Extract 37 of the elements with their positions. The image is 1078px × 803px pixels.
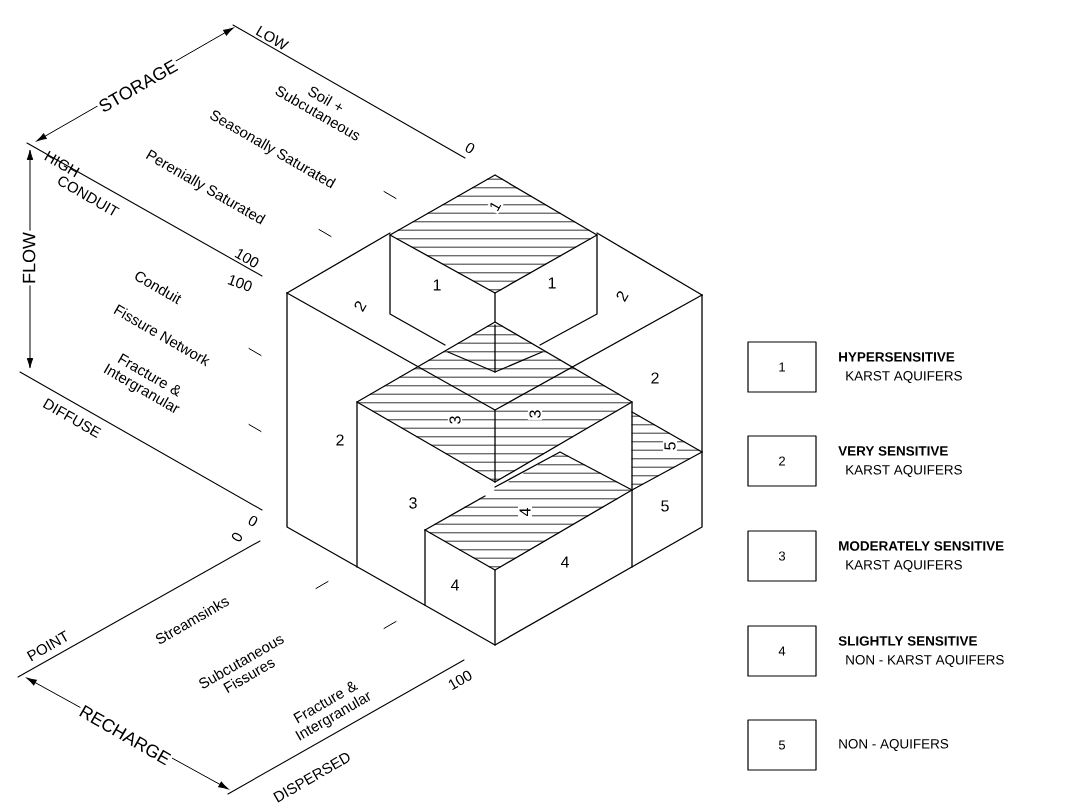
zone-number: 2 (336, 434, 344, 446)
tick-label: 100 (448, 670, 472, 691)
node-label: SLIGHTLY SENSITIVE (838, 636, 977, 646)
zone-number: 4 (450, 579, 459, 591)
tick-label: 0 (248, 515, 258, 527)
tick-label: 0 (231, 532, 243, 542)
zone-number: 4 (560, 556, 569, 568)
zone-number: 5 (662, 440, 678, 452)
zone-number: 1 (433, 279, 441, 291)
zone-number: 3 (409, 497, 417, 509)
zone-number: 3 (527, 408, 543, 420)
tick-label: 0 (465, 142, 475, 154)
node-label: NON - AQUIFERS (839, 739, 949, 751)
zone-number: 5 (661, 500, 669, 512)
zone-number: 4 (518, 506, 532, 518)
zone-number: 2 (616, 291, 629, 302)
zone-number: 2 (651, 372, 659, 384)
node-label: KARST AQUIFERS (846, 371, 962, 383)
legend-box: 2 (747, 435, 817, 487)
tick-label: 100 (227, 275, 252, 291)
zone-number: 1 (548, 277, 556, 289)
node-label: KARST AQUIFERS (846, 465, 962, 477)
zone-number: 2 (354, 301, 367, 312)
node-label: KARST AQUIFERS (846, 560, 962, 572)
axis-title: FLOW (21, 230, 37, 286)
node-label: VERY SENSITIVE (838, 446, 948, 456)
zone-number: 1 (486, 197, 504, 215)
axis-end-label: LOW (255, 25, 290, 50)
legend-box: 3 (747, 530, 817, 582)
node-label: MODERATELY SENSITIVE (839, 541, 1004, 551)
node-label: NON - KARST AQUIFERS (846, 655, 1004, 667)
legend-box: 4 (747, 625, 817, 677)
legend-box: 1 (747, 341, 817, 393)
legend-box: 5 (747, 719, 817, 771)
tick-label: 100 (234, 249, 259, 268)
node-label: HYPERSENSITIVE (839, 352, 955, 362)
zone-number: 3 (447, 414, 463, 426)
